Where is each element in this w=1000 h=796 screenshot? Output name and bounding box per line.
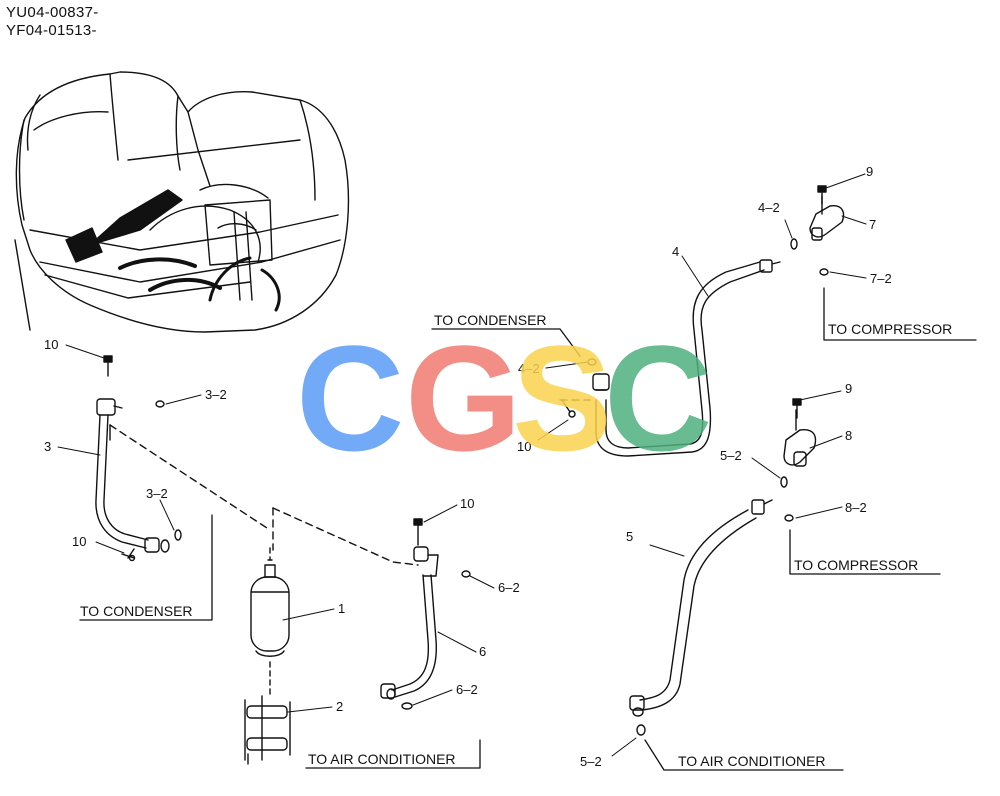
receiver-drier xyxy=(250,547,290,696)
callout-3-2a: 3–2 xyxy=(205,387,227,402)
watermark-letter-2: G xyxy=(405,314,522,482)
hose-5 xyxy=(629,499,773,717)
o-ring-7-2 xyxy=(819,268,829,276)
header-code-1: YU04-00837- xyxy=(6,4,99,21)
label-to-air-conditioner-right: TO AIR CONDITIONER xyxy=(678,753,826,769)
callout-5-2b: 5–2 xyxy=(580,754,602,769)
label-to-compressor-top: TO COMPRESSOR xyxy=(828,321,952,337)
callout-8-2: 8–2 xyxy=(845,500,867,515)
callout-5: 5 xyxy=(626,529,633,544)
header-code-2: YF04-01513- xyxy=(6,22,97,39)
o-ring-8-2 xyxy=(784,514,794,522)
drier-bracket xyxy=(244,695,291,765)
label-to-condenser-top: TO CONDENSER xyxy=(434,312,547,328)
label-to-air-conditioner-center: TO AIR CONDITIONER xyxy=(308,751,456,767)
o-ring-4-2b xyxy=(790,238,798,250)
destination-brackets xyxy=(79,287,977,771)
o-ring-5-2a xyxy=(780,476,788,488)
label-to-condenser-left: TO CONDENSER xyxy=(80,603,193,619)
bolt-10a xyxy=(103,355,113,377)
callout-8: 8 xyxy=(845,428,852,443)
callout-10a: 10 xyxy=(44,337,58,352)
routing-dashes xyxy=(109,399,591,566)
label-to-compressor-mid: TO COMPRESSOR xyxy=(794,557,918,573)
callout-6-2a: 6–2 xyxy=(498,580,520,595)
callout-7: 7 xyxy=(869,217,876,232)
callout-10c: 10 xyxy=(460,496,474,511)
callout-9a: 9 xyxy=(866,164,873,179)
hose-4 xyxy=(592,259,781,457)
hose-3 xyxy=(95,398,170,559)
o-ring-5-2b xyxy=(636,724,646,736)
watermark-letter-3: S xyxy=(512,314,612,482)
callout-7-2: 7–2 xyxy=(870,271,892,286)
callout-3-2b: 3–2 xyxy=(146,486,168,501)
callout-4-2b: 4–2 xyxy=(758,200,780,215)
leader-lines xyxy=(57,173,867,757)
fitting-8 xyxy=(783,409,817,467)
callout-2: 2 xyxy=(336,699,343,714)
bolt-9b xyxy=(792,398,802,419)
callout-6-2b: 6–2 xyxy=(456,682,478,697)
callout-9b: 9 xyxy=(845,381,852,396)
callout-10d: 10 xyxy=(517,439,531,454)
bolt-9a xyxy=(817,185,827,205)
o-ring-6-2a xyxy=(461,570,471,578)
callout-6: 6 xyxy=(479,644,486,659)
bolt-10c xyxy=(413,518,423,546)
callout-5-2a: 5–2 xyxy=(720,448,742,463)
o-ring-6-2b xyxy=(401,702,413,710)
callout-4: 4 xyxy=(672,244,679,259)
watermark: C G S C xyxy=(296,314,712,482)
callout-10b: 10 xyxy=(72,534,86,549)
o-ring-3-2b xyxy=(174,529,182,541)
callout-1: 1 xyxy=(338,601,345,616)
machine-illustration xyxy=(14,71,350,333)
fitting-7 xyxy=(809,195,845,241)
bolt-10d xyxy=(561,399,576,418)
o-ring-3-2a xyxy=(155,400,165,408)
callout-4-2a: 4–2 xyxy=(518,361,540,376)
hose-6 xyxy=(380,546,439,700)
callout-3: 3 xyxy=(44,439,51,454)
watermark-letter-1: C xyxy=(296,314,404,482)
watermark-letter-4: C xyxy=(604,314,712,482)
bolt-10b xyxy=(121,553,136,562)
